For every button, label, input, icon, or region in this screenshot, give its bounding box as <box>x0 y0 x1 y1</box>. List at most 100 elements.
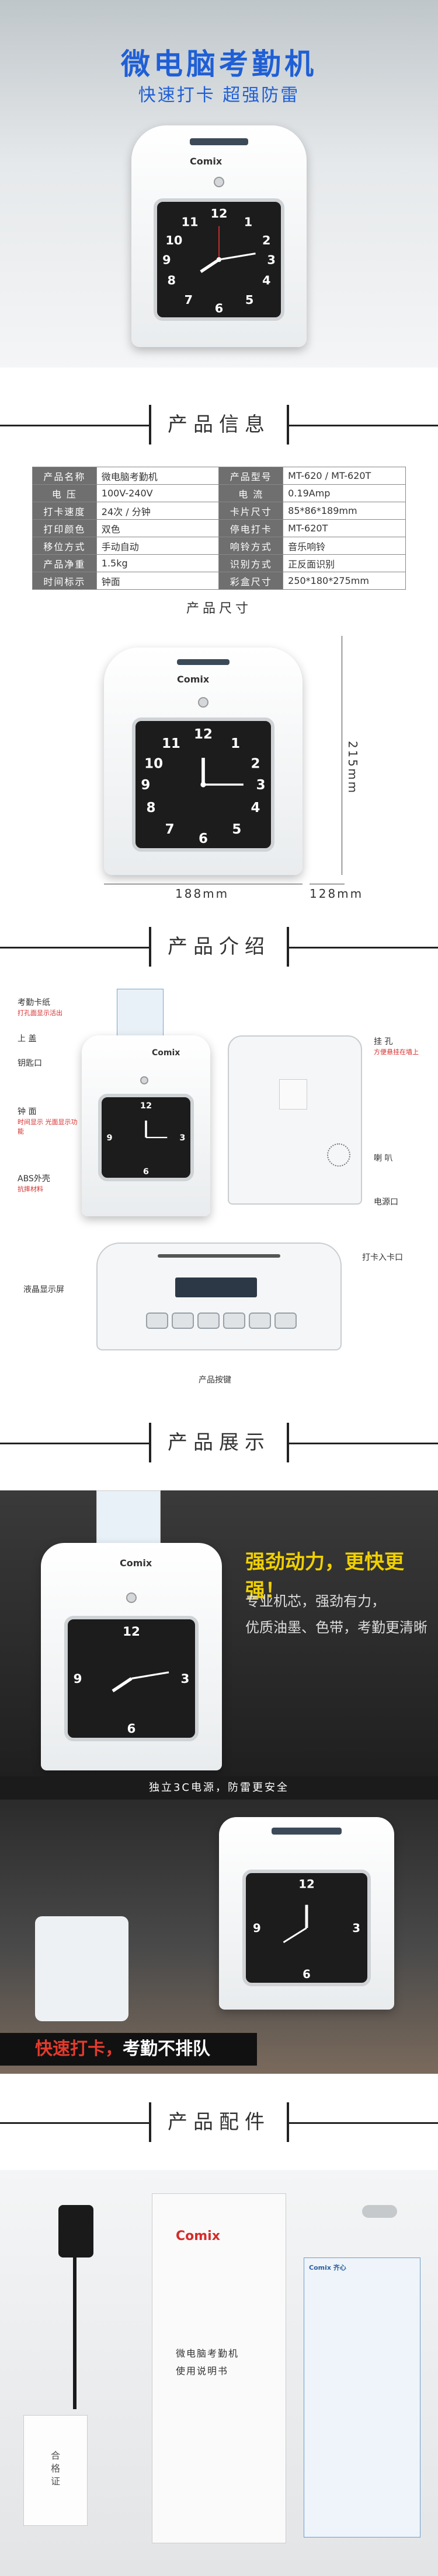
lcd-display <box>175 1278 257 1297</box>
callout-buttons: 产品按键 <box>199 1376 231 1385</box>
spec-key: 打印颜色 <box>32 519 97 537</box>
certificate-text: 合格证 <box>49 2451 60 2489</box>
panel-button <box>197 1312 220 1329</box>
callout-top-cover: 上 盖 <box>18 1034 37 1044</box>
hero-title: 微电脑考勤机 <box>121 47 317 81</box>
spec-key: 彩盒尺寸 <box>218 572 284 590</box>
spec-value: 1.5kg <box>96 554 220 572</box>
label-sticker <box>279 1079 307 1110</box>
callout-hang: 挂 孔方便悬挂在墙上 <box>374 1037 419 1056</box>
svg-text:6: 6 <box>215 302 224 316</box>
svg-text:5: 5 <box>232 822 241 837</box>
spec-key: 时间标示 <box>32 572 97 590</box>
cable-image <box>73 2258 77 2409</box>
spec-key: 响铃方式 <box>218 537 284 555</box>
svg-text:9: 9 <box>74 1672 82 1686</box>
callout-power: 电源口 <box>374 1198 398 1207</box>
card-slot <box>158 1254 280 1258</box>
depth-dimension: 128mm <box>310 887 364 901</box>
certificate-card: 合格证 <box>23 2415 88 2526</box>
panel-button <box>172 1312 194 1329</box>
svg-text:9: 9 <box>253 1922 261 1935</box>
svg-text:10: 10 <box>144 756 163 771</box>
spec-value: 手动自动 <box>96 537 220 555</box>
svg-text:2: 2 <box>251 756 260 771</box>
callout-lcd: 液晶显示屏 <box>23 1285 64 1294</box>
spec-key: 打卡速度 <box>32 502 97 520</box>
svg-text:12: 12 <box>194 727 213 742</box>
spec-value: 双色 <box>96 519 220 537</box>
time-cards-image: Comix 齐心 <box>304 2258 420 2538</box>
svg-text:6: 6 <box>143 1167 149 1177</box>
callout-card: 考勤卡纸打孔面显示活出 <box>18 998 62 1017</box>
manual-subtitle: 使用说明书 <box>176 2365 229 2376</box>
manual-brand: Comix <box>176 2229 220 2244</box>
manual-title: 微电脑考勤机 <box>176 2348 239 2359</box>
power-strip: 独立3C电源，防雷更安全 <box>0 1776 438 1800</box>
callout-key: 钥匙口 <box>18 1059 42 1068</box>
intro-back-image <box>228 1035 362 1205</box>
svg-text:11: 11 <box>162 736 180 751</box>
svg-text:12: 12 <box>211 206 228 220</box>
spec-value: 正反面识别 <box>283 554 406 572</box>
svg-text:6: 6 <box>127 1721 136 1736</box>
spec-value: MT-620 / MT-620T <box>283 467 406 485</box>
accessories-panel: 合格证 Comix 微电脑考勤机 使用说明书 Comix 齐心 <box>0 2170 438 2576</box>
callout-abs: ABS外壳抗摔材料 <box>18 1174 50 1193</box>
callout-speaker: 喇 叭 <box>374 1154 393 1163</box>
svg-text:2: 2 <box>262 233 270 247</box>
spec-key: 产品型号 <box>218 467 284 485</box>
svg-text:4: 4 <box>262 274 270 288</box>
spec-value: 钟面 <box>96 572 220 590</box>
svg-text:12: 12 <box>298 1878 315 1891</box>
panel-button <box>274 1312 297 1329</box>
feature-line-2: 优质油墨、色带，考勤更清晰 <box>245 1619 427 1636</box>
svg-text:9: 9 <box>162 253 171 267</box>
spec-key: 产品名称 <box>32 467 97 485</box>
spec-value: MT-620T <box>283 519 406 537</box>
callout-card-entry: 打卡入卡口 <box>362 1253 403 1262</box>
spec-value: 微电脑考勤机 <box>96 467 220 485</box>
size-title: 产品尺寸 <box>186 601 252 616</box>
svg-text:1: 1 <box>244 215 253 229</box>
svg-text:4: 4 <box>251 800 260 816</box>
svg-text:12: 12 <box>140 1101 152 1111</box>
svg-text:8: 8 <box>147 800 156 816</box>
svg-text:3: 3 <box>180 1672 189 1686</box>
svg-text:3: 3 <box>179 1133 185 1143</box>
spec-key: 电 流 <box>218 484 284 502</box>
section-header-intro: 产品介绍 <box>0 919 438 977</box>
spec-value: 0.19Amp <box>283 484 406 502</box>
time-card-image <box>117 989 164 1041</box>
speaker-icon <box>327 1143 350 1167</box>
section-header-accessories: 产品配件 <box>0 2094 438 2152</box>
svg-text:5: 5 <box>245 293 254 307</box>
svg-text:3: 3 <box>352 1922 360 1935</box>
power-adapter-image <box>58 2205 93 2258</box>
svg-text:11: 11 <box>181 215 198 229</box>
pen-holder-image <box>35 1916 128 2021</box>
manual-image: Comix 微电脑考勤机 使用说明书 <box>152 2193 286 2543</box>
spec-key: 停电打卡 <box>218 519 284 537</box>
svg-text:8: 8 <box>167 274 176 288</box>
height-dimension: 215mm <box>346 741 360 795</box>
section-header-show: 产品展示 <box>0 1415 438 1473</box>
spec-value: 85*86*189mm <box>283 502 406 520</box>
svg-text:9: 9 <box>141 778 150 793</box>
width-dimension: 188mm <box>175 887 230 901</box>
spec-key: 产品净重 <box>32 554 97 572</box>
spec-value: 音乐响铃 <box>283 537 406 555</box>
key-icon <box>214 177 224 187</box>
svg-text:9: 9 <box>106 1133 112 1143</box>
